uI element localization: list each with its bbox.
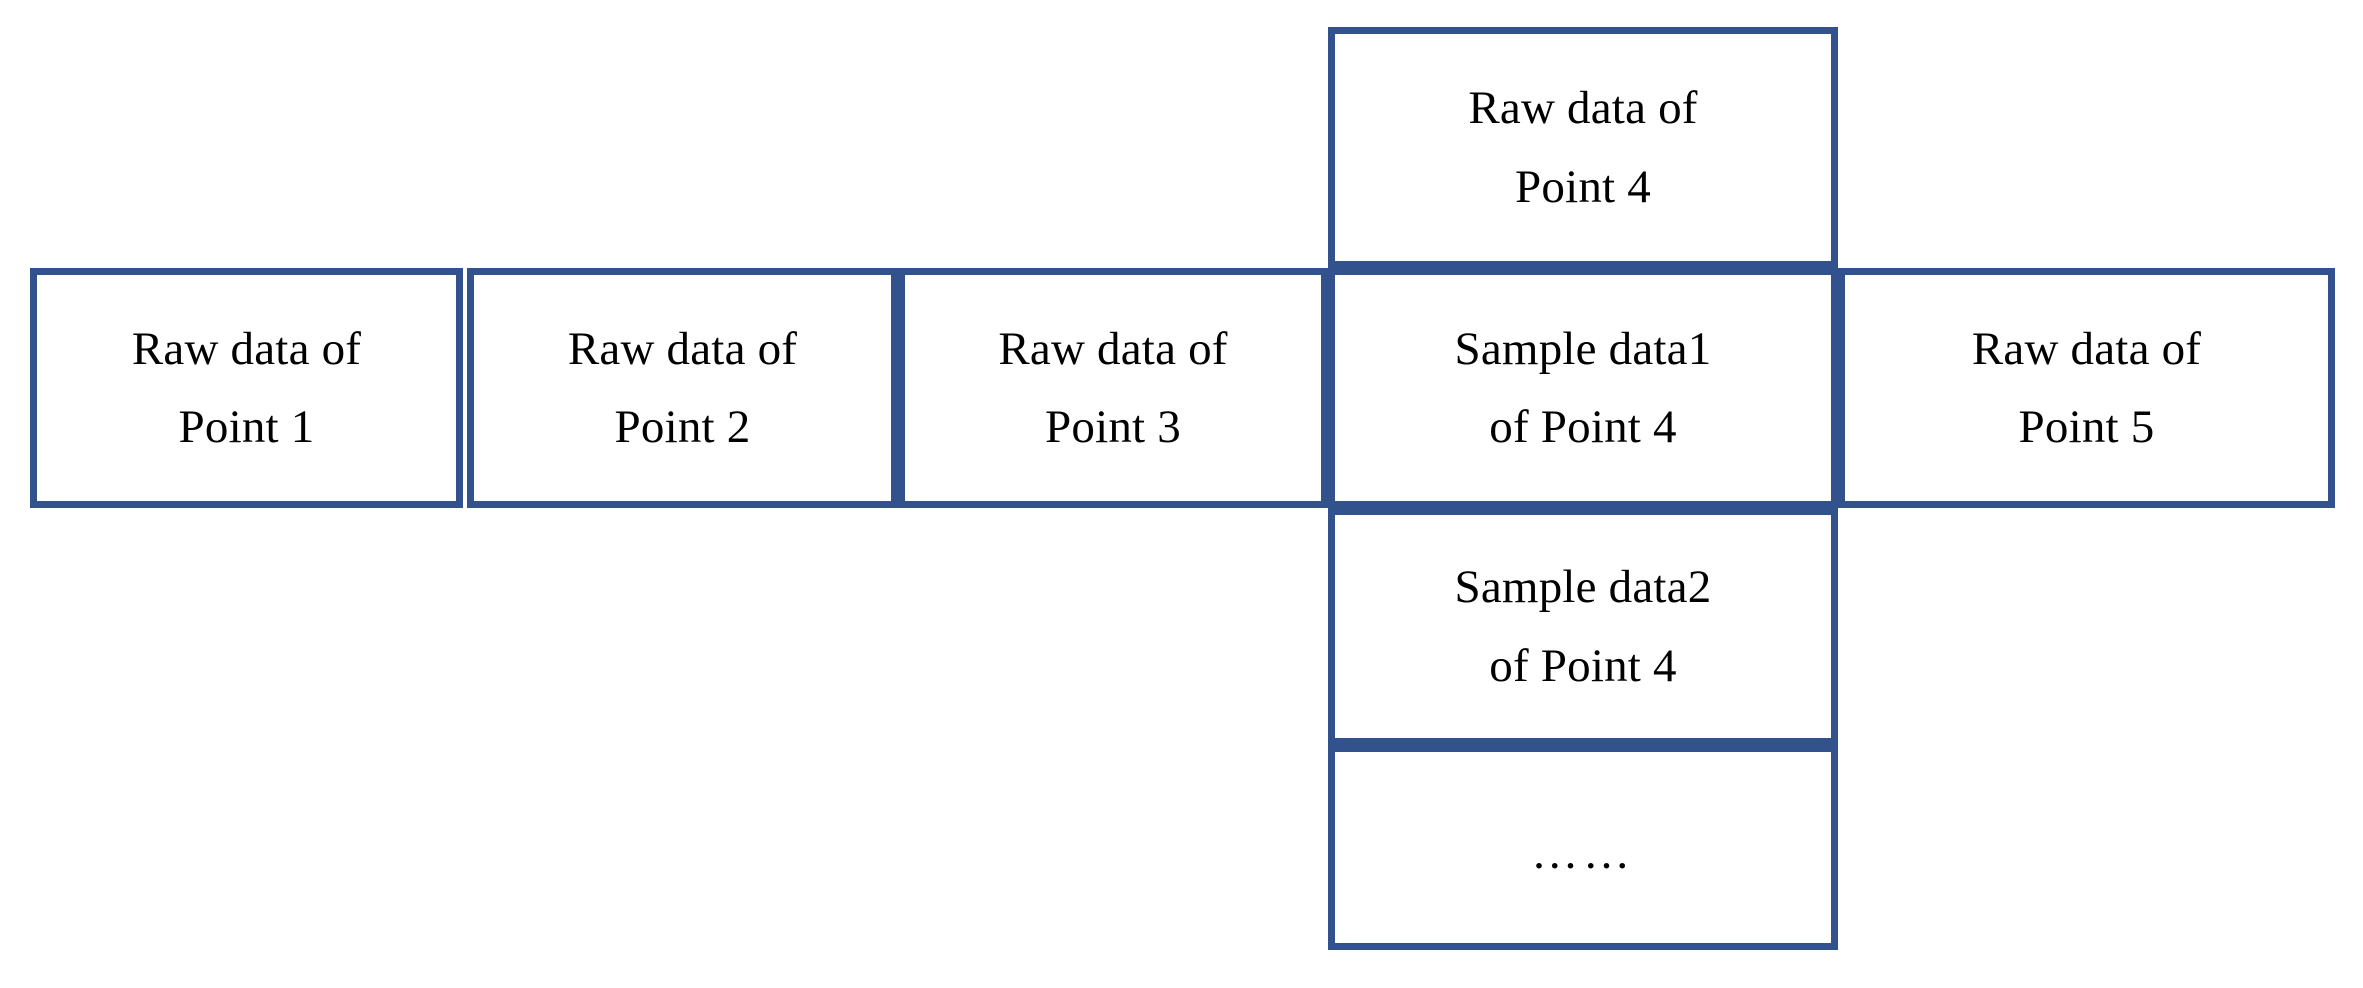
block-label: Sample data1 of Point 4 <box>1454 322 1712 453</box>
block-more-samples-ellipsis: …… <box>1328 745 1838 950</box>
block-label: Raw data of Point 5 <box>1971 322 2202 453</box>
block-sample-data-2-of-point-4: Sample data2 of Point 4 <box>1328 508 1838 745</box>
ellipsis-label: …… <box>1531 827 1635 880</box>
block-raw-data-point-3: Raw data of Point 3 <box>898 268 1328 508</box>
block-sample-data-1-of-point-4: Sample data1 of Point 4 <box>1328 268 1838 508</box>
block-raw-data-point-1: Raw data of Point 1 <box>30 268 463 508</box>
block-label: Raw data of Point 2 <box>567 322 798 453</box>
block-raw-data-point-4: Raw data of Point 4 <box>1328 27 1838 268</box>
block-label: Raw data of Point 1 <box>131 322 362 453</box>
block-label: Raw data of Point 4 <box>1468 82 1698 213</box>
block-raw-data-point-5: Raw data of Point 5 <box>1838 268 2335 508</box>
block-raw-data-point-2: Raw data of Point 2 <box>467 268 898 508</box>
block-label: Sample data2 of Point 4 <box>1454 561 1712 692</box>
block-label: Raw data of Point 3 <box>998 322 1228 453</box>
